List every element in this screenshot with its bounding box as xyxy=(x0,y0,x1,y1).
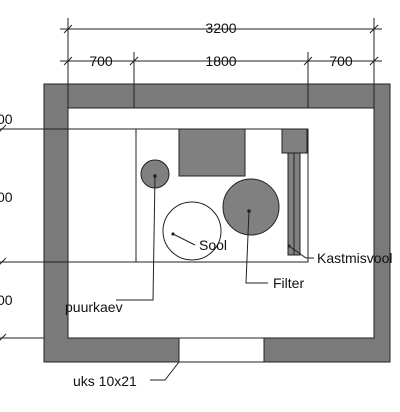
dim-middle-segment: 1800 xyxy=(205,53,236,69)
dim-left-middle: 00 xyxy=(0,189,13,205)
dim-right-segment: 700 xyxy=(329,53,353,69)
label-sool: Sool xyxy=(199,237,227,253)
filter-circle xyxy=(222,178,280,236)
label-door: uks 10x21 xyxy=(73,373,137,389)
door-opening xyxy=(178,337,265,363)
equipment-box xyxy=(178,128,246,177)
label-puurkaev: puurkaev xyxy=(65,299,123,315)
dim-total-width: 3200 xyxy=(205,20,236,36)
dim-left-segment: 700 xyxy=(89,53,113,69)
kastmisvool-top xyxy=(281,128,308,154)
label-kastmisvool: Kastmisvool xyxy=(317,250,392,266)
sool-circle xyxy=(162,201,222,261)
dim-left-bottom: 00 xyxy=(0,292,13,308)
label-filter: Filter xyxy=(273,275,304,291)
leader-lines xyxy=(116,175,314,381)
dimension-lines xyxy=(0,18,382,341)
dim-left-top: 00 xyxy=(0,111,13,127)
